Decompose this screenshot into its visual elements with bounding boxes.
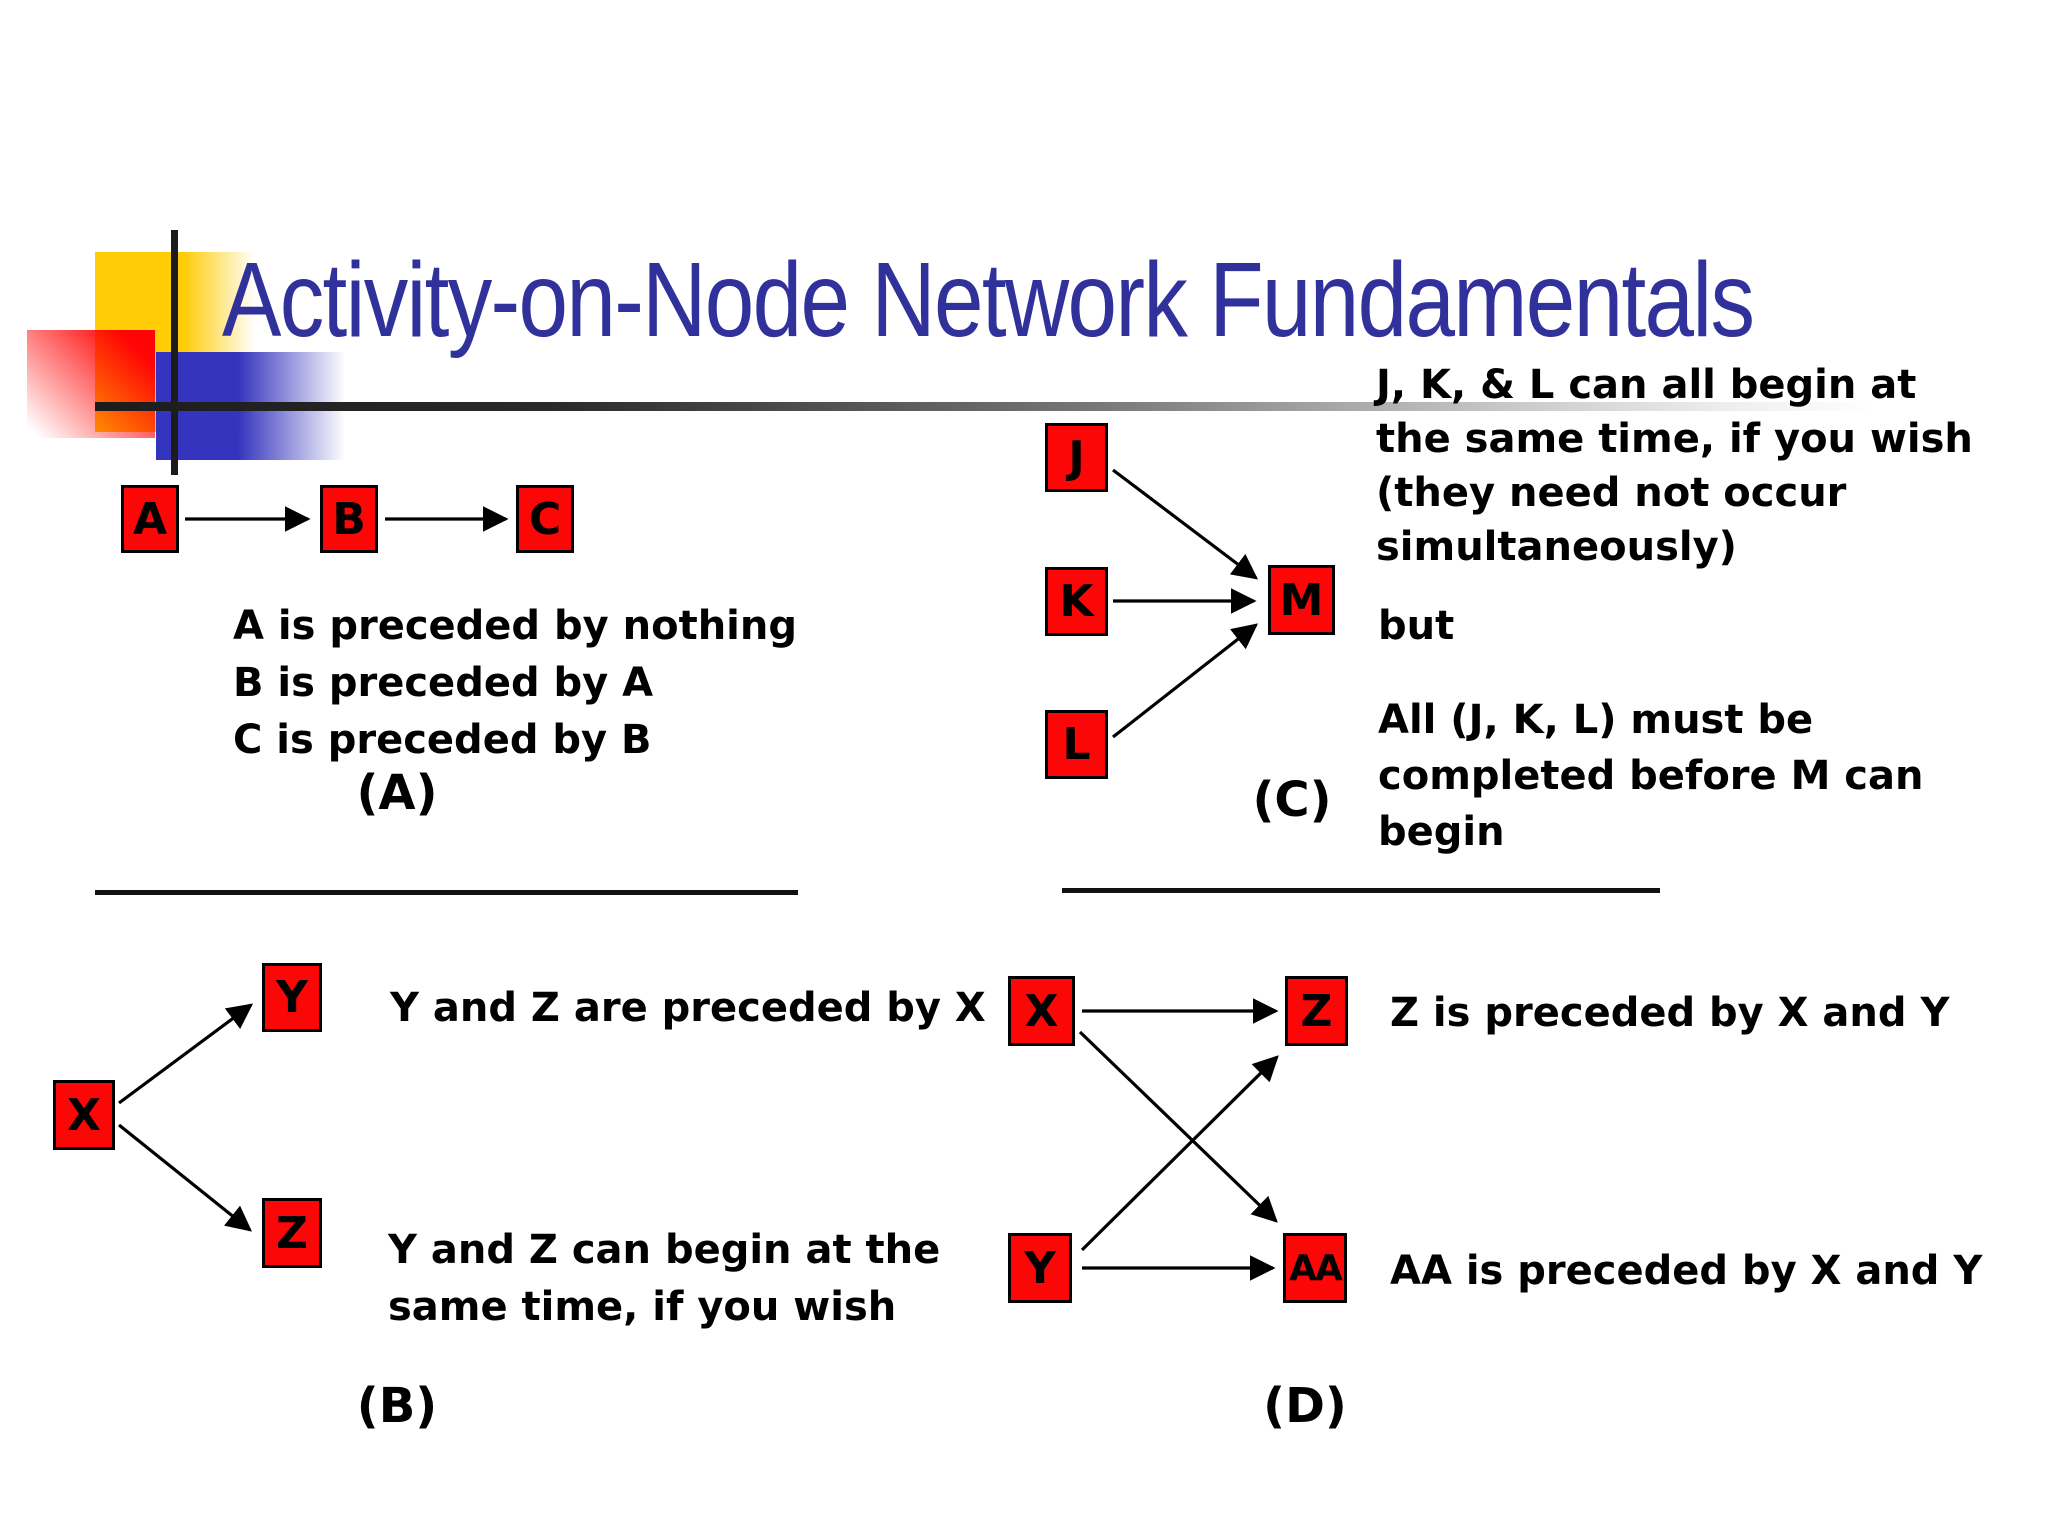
section-c-label: (C) [1252,772,1332,828]
caption-line: B is preceded by A [233,660,654,706]
note-line: (they need not occur [1376,470,1847,516]
node-dx: X [1008,976,1075,1046]
node-bx: X [53,1080,115,1150]
section-d-caption-z: Z is preceded by X and Y [1390,990,1950,1036]
node-l: L [1045,710,1108,779]
slide-title: Activity-on-Node Network Fundamentals [222,241,1755,359]
section-b-label: (B) [356,1378,438,1434]
edge-dx-to-daa [1078,1030,1278,1223]
node-bz: Z [262,1198,322,1268]
caption-line: Y and Z can begin at the [388,1227,941,1273]
node-dz: Z [1285,976,1348,1046]
section-b-caption-top: Y and Z are preceded by X [390,985,986,1031]
decoration-vertical-line [171,230,178,475]
node-dy: Y [1008,1233,1072,1303]
edge-x-to-y [118,1003,254,1105]
section-a-label: (A) [356,765,438,821]
title-underline-rule [95,402,1910,411]
section-a-caption: A is preceded by nothing B is preceded b… [233,598,797,769]
node-c: C [516,485,574,553]
node-a: A [121,485,179,553]
divider-right [1062,888,1660,893]
node-daa: AA [1283,1233,1347,1303]
note-line: completed before M can [1378,753,1924,799]
divider-left [95,890,798,895]
section-b-caption-bottom: Y and Z can begin at the same time, if y… [388,1222,940,1336]
node-by: Y [262,963,322,1032]
edge-x-to-z [117,1123,252,1232]
section-d-caption-aa: AA is preceded by X and Y [1390,1248,1983,1294]
note-line: the same time, if you wish [1376,416,1973,462]
node-j: J [1045,423,1108,492]
edge-l-to-m [1112,623,1259,739]
caption-line: same time, if you wish [388,1284,897,1330]
note-line: J, K, & L can all begin at [1376,362,1917,408]
node-m: M [1268,565,1335,635]
section-c-note-bottom: All (J, K, L) must be completed before M… [1378,692,1924,860]
section-c-note-but: but [1378,603,1455,649]
section-d-label: (D) [1263,1378,1347,1434]
edge-dy-to-dz [1080,1055,1279,1252]
note-line: begin [1378,809,1505,855]
decoration-red-square [27,330,155,438]
section-c-note-top: J, K, & L can all begin at the same time… [1376,358,1973,574]
edge-j-to-m [1112,468,1259,580]
caption-line: C is preceded by B [233,717,652,763]
note-line: All (J, K, L) must be [1378,697,1814,743]
node-k: K [1045,567,1108,636]
node-b: B [320,485,378,553]
caption-line: A is preceded by nothing [233,603,797,649]
note-line: simultaneously) [1376,524,1737,570]
